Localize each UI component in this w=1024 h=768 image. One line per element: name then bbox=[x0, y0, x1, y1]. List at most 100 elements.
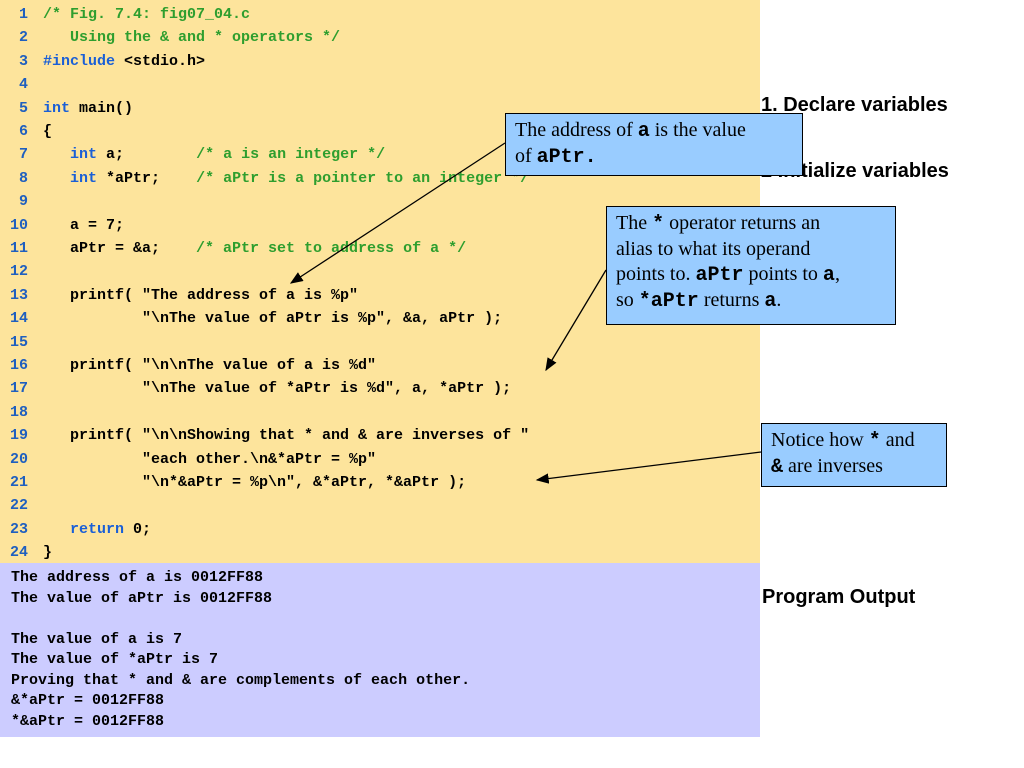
code-token: /* aPtr is a pointer to an integer */ bbox=[196, 169, 530, 187]
code-line: 13 printf( "The address of a is %p" bbox=[0, 284, 760, 307]
output-line: The value of a is 7 bbox=[11, 630, 183, 648]
code-line: 6{ bbox=[0, 120, 760, 143]
code-text: Using the & and * operators */ bbox=[43, 26, 340, 49]
output-line: The address of a is 0012FF88 bbox=[11, 569, 264, 586]
line-number: 8 bbox=[18, 169, 28, 187]
line-number: 9 bbox=[18, 193, 28, 211]
callout-code: * bbox=[868, 430, 881, 453]
callout-text: and bbox=[880, 429, 915, 451]
callout-text: . bbox=[776, 289, 782, 311]
code-line: 15 bbox=[0, 331, 760, 354]
code-line: 10 a = 7; bbox=[0, 214, 760, 237]
line-number: 20 bbox=[9, 450, 28, 468]
callout-text: returns bbox=[698, 289, 765, 311]
code-text: } bbox=[43, 541, 52, 564]
line-number: 6 bbox=[18, 123, 28, 140]
label-declare-variables: 1. Declare variables bbox=[761, 94, 948, 116]
code-token: int bbox=[70, 146, 98, 164]
line-number: 10 bbox=[9, 216, 28, 234]
code-line: 4 bbox=[0, 73, 760, 96]
line-number: 1 bbox=[18, 6, 28, 23]
line-number: 22 bbox=[9, 497, 28, 515]
line-number: 18 bbox=[9, 403, 28, 421]
code-text: a = 7; bbox=[43, 214, 124, 237]
line-number: 23 bbox=[9, 520, 28, 538]
callout-text: points to bbox=[743, 263, 823, 285]
output-line: The value of *aPtr is 7 bbox=[11, 651, 219, 668]
code-text: "\n*&aPtr = %p\n", &*aPtr, *&aPtr ); bbox=[43, 471, 466, 494]
callout-text: , bbox=[834, 263, 840, 285]
code-token: main() bbox=[70, 99, 134, 117]
callout-code: *aPtr bbox=[638, 290, 699, 313]
code-token: return bbox=[70, 520, 125, 538]
callout-code: * bbox=[652, 213, 665, 236]
code-line: 2 Using the & and * operators */ bbox=[0, 26, 760, 49]
code-token: "each other.\n&*aPtr = %p" bbox=[43, 450, 377, 468]
line-number: 7 bbox=[18, 146, 28, 164]
code-token: int bbox=[70, 169, 98, 187]
output-line: &*aPtr = 0012FF88 bbox=[11, 692, 165, 709]
code-line: 1 /* Fig. 7.4: fig07_04.c bbox=[0, 3, 760, 26]
code-line: 18 bbox=[0, 401, 760, 424]
code-text: #include <stdio.h> bbox=[43, 50, 205, 73]
code-token: "\n*&aPtr = %p\n", &*aPtr, *&aPtr ); bbox=[43, 474, 467, 491]
callout-code: a bbox=[764, 290, 777, 313]
code-line: 3 #include <stdio.h> bbox=[0, 50, 760, 73]
code-token: 0; bbox=[124, 520, 152, 538]
callout-text: of bbox=[515, 145, 537, 167]
code-token: /* Fig. 7.4: fig07_04.c bbox=[43, 6, 251, 23]
code-line: 24} bbox=[0, 541, 760, 564]
code-text: aPtr = &a; /* aPtr set to address of a *… bbox=[43, 237, 466, 260]
code-token: a; bbox=[97, 146, 197, 164]
line-number: 3 bbox=[18, 52, 28, 70]
code-token: "\nThe value of *aPtr is %d", a, *aPtr )… bbox=[43, 380, 512, 398]
line-number: 21 bbox=[9, 474, 28, 491]
code-line: 14 "\nThe value of aPtr is %p", &a, aPtr… bbox=[0, 307, 760, 330]
code-token: aPtr = &a; bbox=[43, 240, 197, 257]
code-text: return 0; bbox=[43, 518, 151, 541]
code-line: 9 bbox=[0, 190, 760, 213]
line-number: 14 bbox=[9, 310, 28, 328]
callout-code: aPtr. bbox=[536, 146, 597, 169]
code-line: 19 printf( "\n\nShowing that * and & are… bbox=[0, 424, 760, 447]
callout-address-of-a: The address of a is the value of aPtr. bbox=[505, 113, 803, 176]
code-line: 17 "\nThe value of *aPtr is %d", a, *aPt… bbox=[0, 377, 760, 400]
code-token: "\nThe value of aPtr is %p", &a, aPtr ); bbox=[43, 310, 503, 328]
callout-text: points to. bbox=[616, 263, 696, 285]
code-token: int bbox=[43, 99, 71, 117]
code-text: "\nThe value of aPtr is %p", &a, aPtr ); bbox=[43, 307, 502, 330]
callout-code: a bbox=[637, 120, 650, 143]
callout-code: & bbox=[771, 456, 784, 479]
callout-text: are inverses bbox=[783, 455, 883, 477]
code-line: 23 return 0; bbox=[0, 518, 760, 541]
code-line: 21 "\n*&aPtr = %p\n", &*aPtr, *&aPtr ); bbox=[0, 471, 760, 494]
callout-inverses: Notice how * and & are inverses bbox=[761, 423, 947, 487]
code-token: #include bbox=[43, 52, 116, 70]
code-token: { bbox=[43, 123, 53, 140]
code-text: "\nThe value of *aPtr is %d", a, *aPtr )… bbox=[43, 377, 511, 400]
label-program-output: Program Output bbox=[762, 586, 916, 608]
code-token bbox=[43, 170, 70, 187]
line-number: 24 bbox=[9, 544, 28, 562]
code-token: a = 7; bbox=[43, 216, 125, 234]
code-token: *aPtr; bbox=[97, 169, 197, 187]
callout-text: is the value bbox=[649, 119, 746, 141]
code-token: printf( "\n\nThe value of a is %d" bbox=[43, 357, 377, 374]
code-text: int a; /* a is an integer */ bbox=[43, 143, 385, 166]
output-line: Proving that * and & are complements of … bbox=[11, 671, 471, 689]
code-text: int *aPtr; /* aPtr is a pointer to an in… bbox=[43, 167, 529, 190]
code-line: 16 printf( "\n\nThe value of a is %d" bbox=[0, 354, 760, 377]
callout-star-operator: The * operator returns an alias to what … bbox=[606, 206, 896, 325]
code-text: "each other.\n&*aPtr = %p" bbox=[43, 448, 376, 471]
line-number: 17 bbox=[9, 380, 28, 398]
code-token: Using the & and * operators */ bbox=[43, 29, 341, 47]
code-token: /* aPtr set to address of a */ bbox=[196, 240, 467, 257]
callout-code: a bbox=[822, 264, 835, 287]
code-text: /* Fig. 7.4: fig07_04.c bbox=[43, 3, 250, 26]
label-initialize-variables: 2 Initialize variables bbox=[761, 160, 949, 182]
code-token: <stdio.h> bbox=[115, 52, 206, 70]
line-number: 16 bbox=[9, 357, 28, 374]
code-token bbox=[43, 146, 70, 163]
